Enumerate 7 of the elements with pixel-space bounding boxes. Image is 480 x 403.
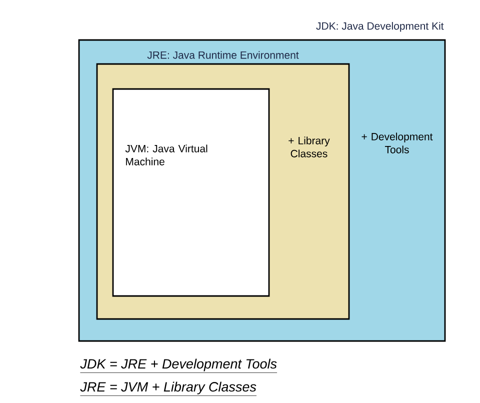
box-text: + Development Tools xyxy=(362,132,433,154)
box-title: JVM: Java Virtual Machine xyxy=(125,144,208,166)
equation-text: JRE = JVM + Library Classes xyxy=(80,382,257,396)
box-title: JRE: Java Runtime Environment xyxy=(147,51,299,59)
box-title: JDK: Java Development Kit xyxy=(316,22,444,32)
equation-text: JDK = JRE + Development Tools xyxy=(80,358,278,373)
box-text: + Library Classes xyxy=(288,136,330,158)
